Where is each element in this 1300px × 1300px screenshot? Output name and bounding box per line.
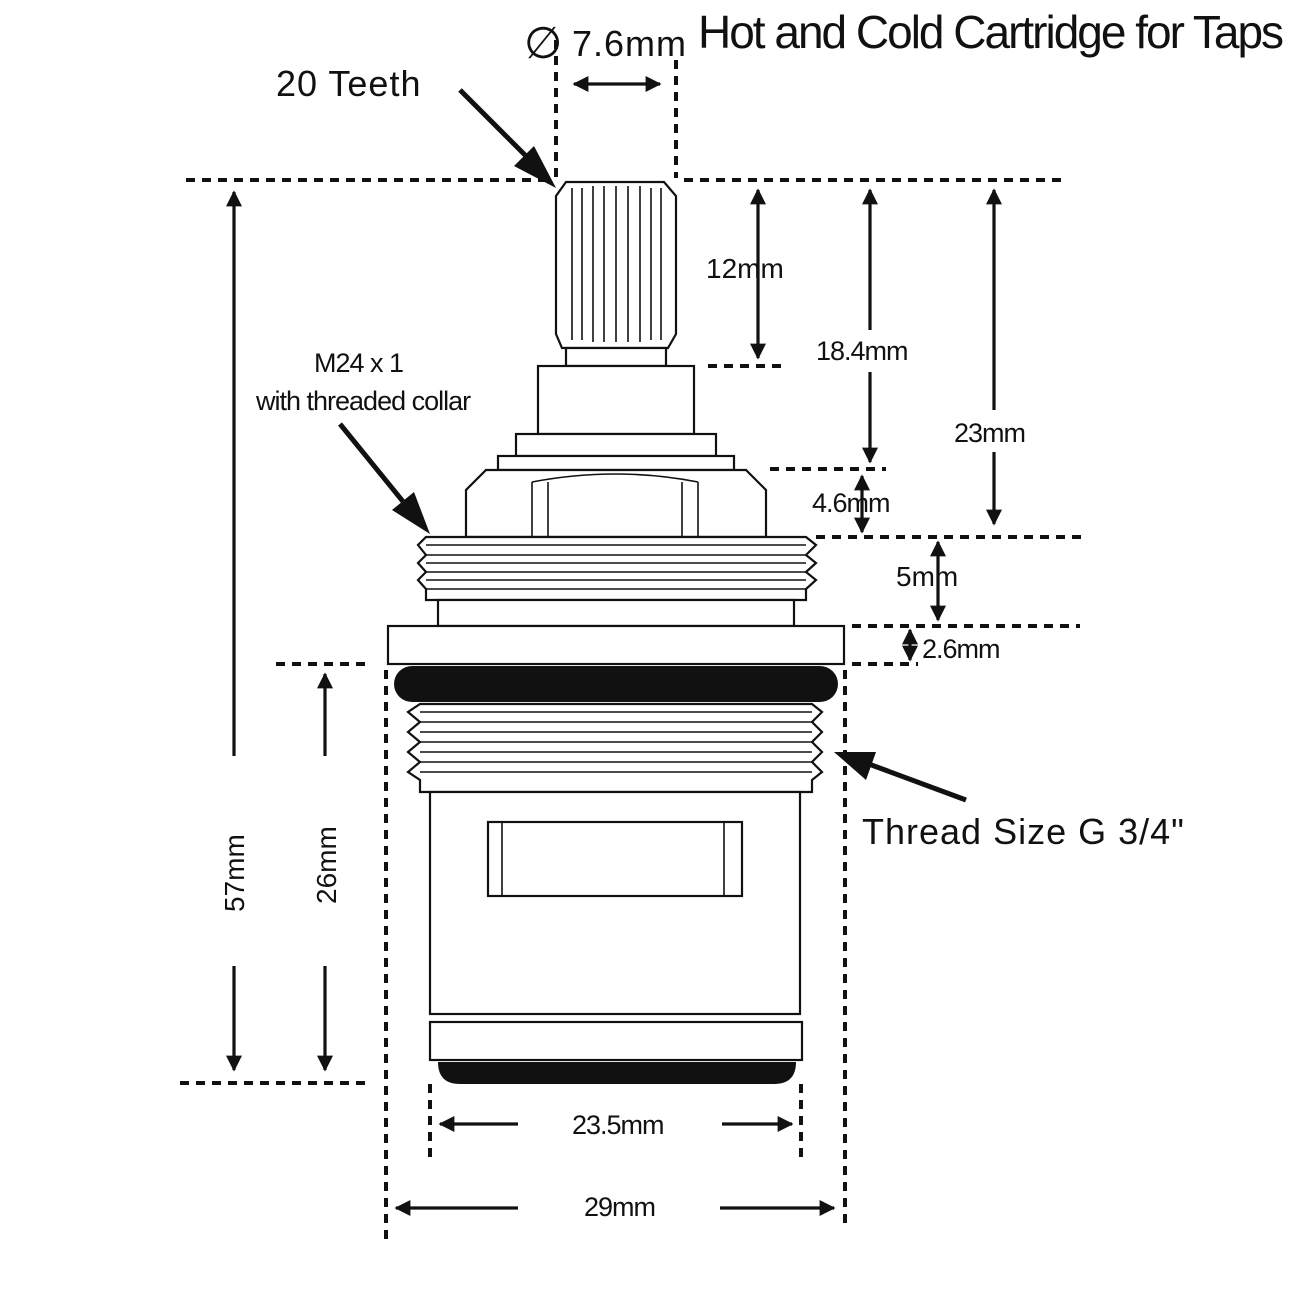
base-seal — [438, 1062, 796, 1084]
top-to-nut-label: 18.4mm — [816, 336, 908, 366]
hex-nut — [464, 468, 768, 539]
collar-spec-line1: M24 x 1 — [314, 348, 403, 378]
stem-collar — [514, 432, 718, 458]
spline-height-label: 12mm — [706, 253, 784, 284]
flange-height-label: 2.6mm — [922, 634, 1000, 664]
top-to-collar-label: 23mm — [954, 418, 1025, 448]
thread-size-label: Thread Size G 3/4" — [862, 811, 1185, 852]
labels: ∅ 7.6mm 20 Teeth 12mm 18.4mm 23mm 4.6mm … — [219, 19, 1185, 1222]
upper-threaded-collar — [416, 535, 818, 628]
body-width-label: 29mm — [584, 1192, 655, 1222]
diagram-title: Hot and Cold Cartridge for Taps — [698, 6, 1283, 58]
o-ring — [394, 666, 838, 702]
diameter-symbol: ∅ — [524, 19, 562, 68]
flange — [386, 624, 846, 666]
spline-spindle — [554, 180, 678, 368]
collar-height-label: 5mm — [896, 561, 958, 592]
teeth-label: 20 Teeth — [276, 63, 421, 104]
reference-lines — [180, 40, 1084, 1242]
lower-height-label: 26mm — [311, 826, 342, 904]
leader-arrows — [338, 88, 967, 803]
stem — [536, 364, 696, 436]
base-width-label: 23.5mm — [572, 1110, 664, 1140]
lower-thread — [406, 702, 824, 794]
nut-washer — [496, 454, 736, 472]
nut-height-label: 4.6mm — [812, 488, 890, 518]
cartridge-body — [386, 180, 846, 1084]
collar-spec-line2: with threaded collar — [255, 386, 471, 416]
total-height-label: 57mm — [219, 834, 250, 912]
diameter-label: 7.6mm — [572, 23, 687, 64]
base-ring — [428, 1020, 804, 1062]
port-window — [486, 820, 744, 898]
dimension-arrows — [226, 76, 1002, 1216]
